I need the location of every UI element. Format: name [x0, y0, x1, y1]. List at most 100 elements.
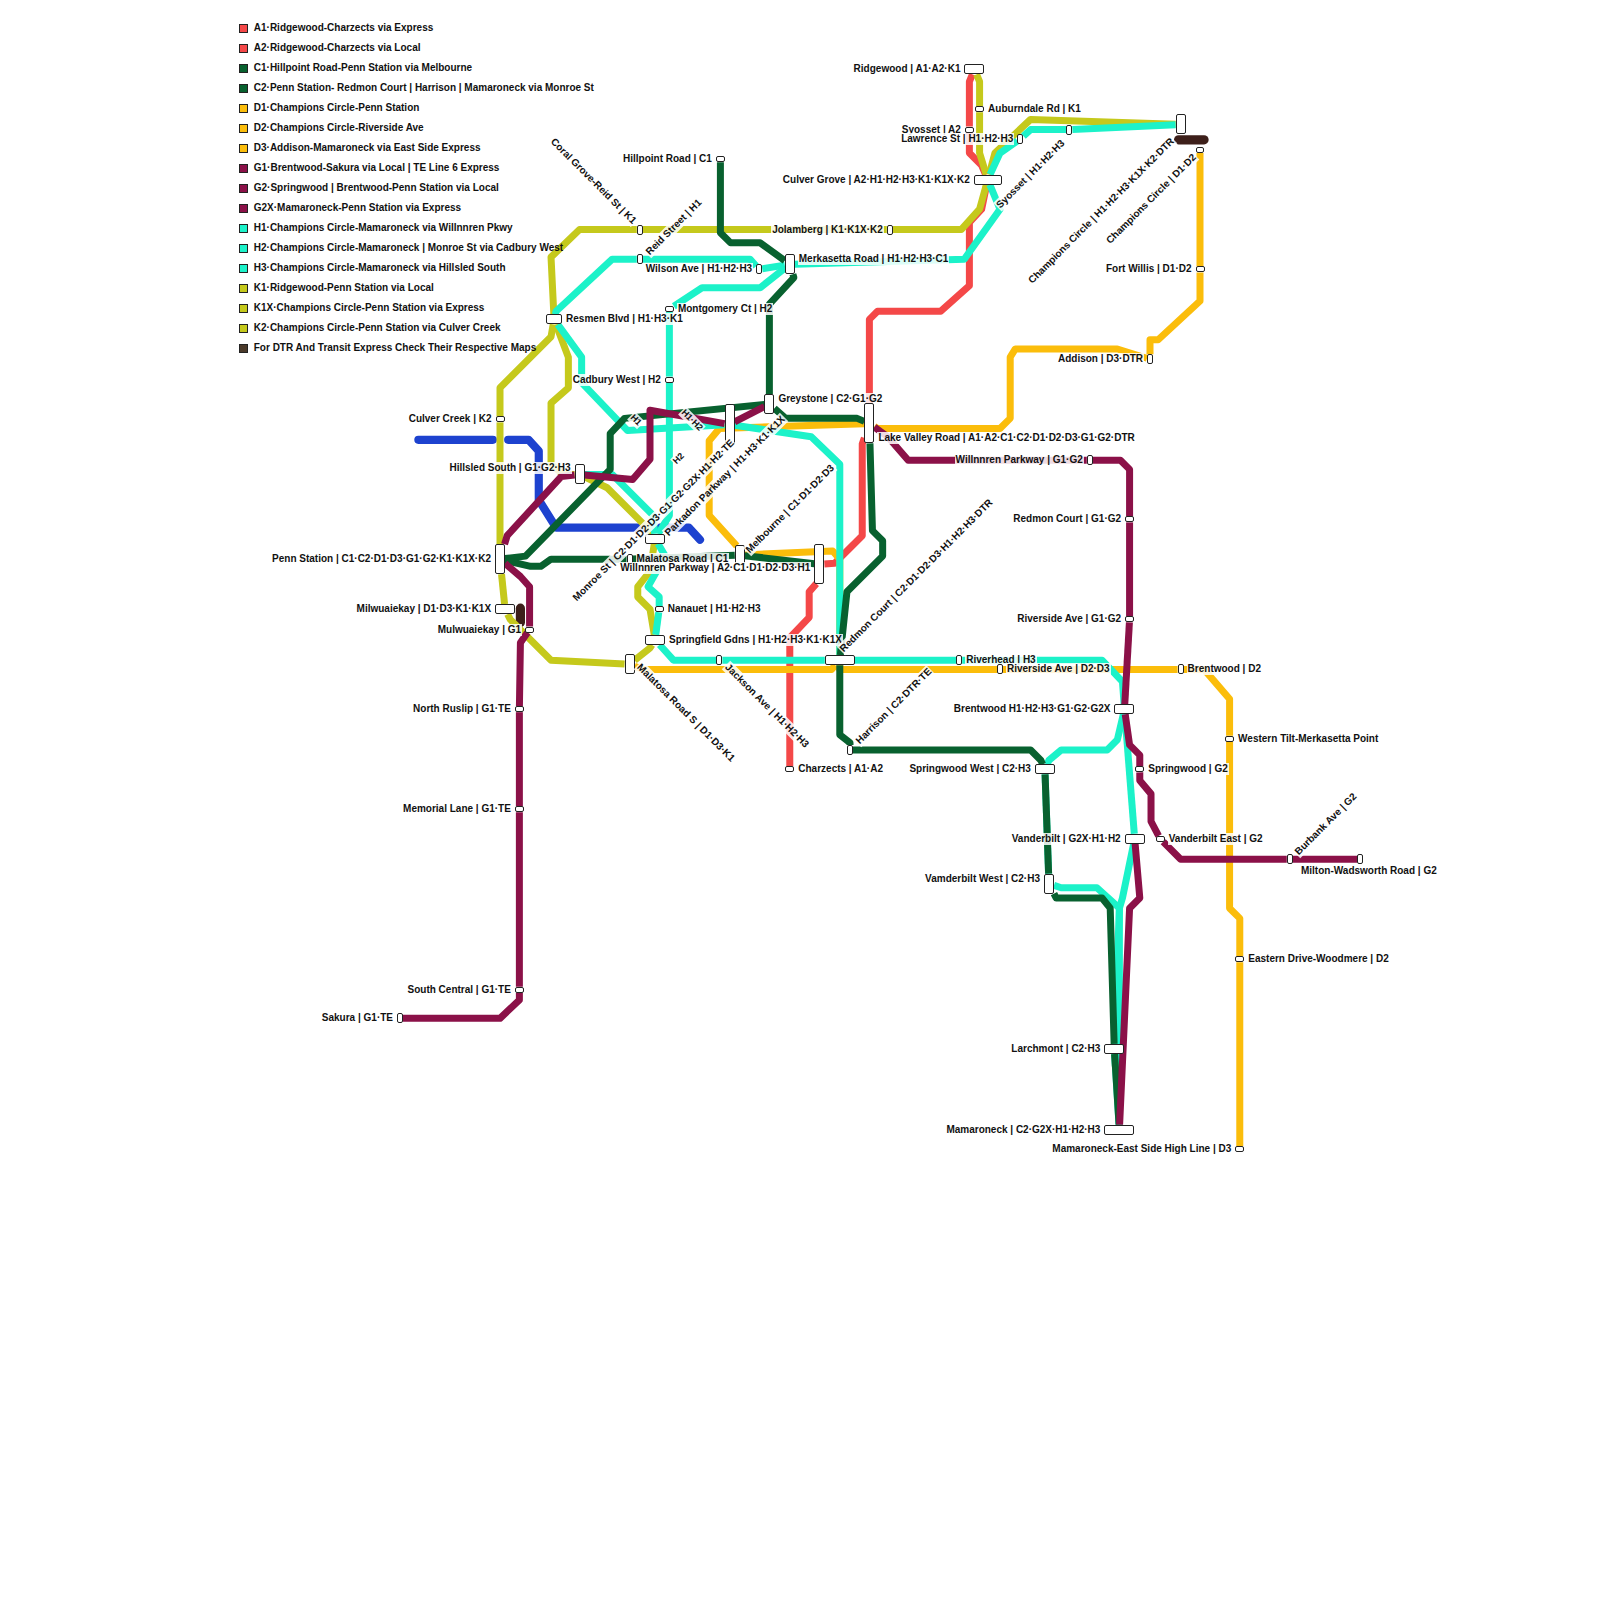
station-label: Willnnren Parkway | G1·G2 [955, 454, 1084, 466]
station-label: Lake Valley Road | A1·A2·C1·C2·D1·D2·D3·… [877, 432, 1135, 444]
station-label: North Ruslip | G1·TE [412, 703, 512, 715]
route-line [720, 162, 784, 260]
station-label: Nanauet | H1·H2·H3 [667, 603, 762, 615]
route-line [1120, 844, 1140, 1125]
route-line [1230, 742, 1240, 956]
route-line [1150, 272, 1200, 354]
station-label: Lawrence St | H1·H2·H3 [900, 133, 1014, 145]
route-line [1045, 774, 1049, 873]
legend-text: H3·Champions Circle-Mamaroneck via Hills… [254, 262, 506, 274]
route-line [505, 475, 575, 544]
station-marker: Springwood West | C2·H3 [1035, 764, 1055, 774]
station-label: Jolamberg | K1·K1X·K2 [771, 224, 884, 236]
route-line [516, 712, 523, 806]
station-label: Willnnren Parkway | A2·C1·D1·D2·D3·H1 [619, 562, 811, 574]
legend-swatch [239, 244, 248, 253]
legend-text: A1·Ridgewood-Charzects via Express [254, 22, 434, 34]
legend-swatch [239, 164, 248, 173]
station-label: Mulwuaiekay | G1 [437, 624, 522, 636]
route-line [505, 563, 530, 626]
line-label: H2 [671, 450, 688, 467]
station-label: Vanderbilt | G2X·H1·H2 [1011, 833, 1122, 845]
station-marker: Burbank Ave | G2 [1287, 854, 1293, 864]
route-line [722, 657, 824, 664]
station-marker: Jackson Ave | H1·H2·H3 [716, 655, 722, 665]
station-marker: Springfield Gdns | H1·H2·H3·K1·K1X [645, 635, 665, 645]
legend-swatch [239, 264, 248, 273]
station-label: Milwuaiekay | D1·D3·K1·K1X [356, 603, 493, 615]
route-line [1023, 130, 1066, 136]
route-line [1126, 522, 1133, 616]
station-label: Culver Creek | K2 [408, 413, 493, 425]
route-line [635, 645, 652, 661]
station-marker: Hillpoint Road | C1 [716, 156, 725, 162]
station-label: Merkasetta Road | H1·H2·H3·C1 [798, 253, 950, 265]
station-marker: Cadbury West | H2 [665, 377, 674, 383]
legend-text: K1·Ridgewood-Penn Station via Local [254, 282, 434, 294]
station-label: Harrison | C2·DTR·TE [853, 665, 935, 747]
station-marker: Vamderbilt West | C2·H3 [1044, 874, 1054, 894]
station-marker: Greystone | C2·G1·G2 [764, 394, 774, 414]
station-marker: Lake Valley Road | A1·A2·C1·C2·D1·D2·D3·… [864, 403, 874, 443]
station-label: Springfield Gdns | H1·H2·H3·K1·K1X [668, 634, 843, 646]
route-line [853, 750, 1043, 764]
route-line [962, 660, 1124, 704]
station-marker: Riverhead | H3 [956, 655, 962, 665]
route-line [1293, 856, 1357, 863]
station-marker: Jolamberg | K1·K1X·K2 [887, 225, 893, 235]
route-line [1197, 153, 1204, 266]
station-marker: Brentwood H1·H2·H3·G1·G2·G2X [1114, 704, 1134, 714]
station-marker: Lawrence St | H1·H2·H3 [1017, 134, 1023, 144]
station-marker: Champions Circle | D1·D2 [1196, 147, 1204, 153]
station-marker: Larchmont | C2·H3 [1104, 1044, 1124, 1054]
station-label: Vamderbilt West | C2·H3 [924, 873, 1041, 885]
legend-swatch [239, 64, 248, 73]
station-marker: Charzects | A1·A2 [785, 766, 794, 772]
route-line [1047, 714, 1123, 764]
legend-swatch [239, 304, 248, 313]
station-marker: Champions Circle | H1·H2·H3·K1X·K2·DTR [1176, 114, 1186, 134]
legend-swatch [239, 224, 248, 233]
station-label: Cadbury West | H2 [572, 374, 662, 386]
station-label: Eastern Drive-Woodmere | D2 [1247, 953, 1389, 965]
station-marker: Nanauet | H1·H2·H3 [655, 606, 664, 612]
legend-swatch [239, 144, 248, 153]
route-line [893, 185, 987, 230]
station-marker: Memorial Lane | G1·TE [515, 806, 524, 812]
route-line [519, 633, 527, 707]
legend-text: G2·Springwood | Brentwood-Penn Station v… [254, 182, 499, 194]
station-marker: Sakura | G1·TE [397, 1013, 403, 1023]
route-line [1125, 622, 1130, 704]
route-line [1093, 460, 1130, 516]
station-marker: Malatosa Road S | D1·D3·K1 [625, 654, 635, 674]
station-label: Hillpoint Road | C1 [622, 153, 713, 165]
station-marker: Milton-Wadsworth Road | G2 [1357, 854, 1363, 864]
route-line [660, 645, 717, 660]
station-label: Redmon Court | G1·G2 [1012, 513, 1122, 525]
legend-swatch [239, 204, 248, 213]
station-marker: Mamaroneck-East Side High Line | D3 [1235, 1146, 1244, 1152]
station-marker: Vanderbilt East | G2 [1156, 836, 1165, 842]
station-marker: Redmon Court | C2·D1·D2·D3·H1·H2·H3·DTR [825, 655, 855, 665]
station-marker: Milwuaiekay | D1·D3·K1·K1X [495, 604, 515, 614]
station-marker: Culver Creek | K2 [496, 416, 505, 422]
route-line [1054, 885, 1119, 1044]
station-marker: Syosset | H1·H2·H3 [1066, 125, 1072, 135]
legend-text: D3·Addison-Mamaroneck via East Side Expr… [254, 142, 481, 154]
route-line [1236, 962, 1243, 1146]
route-line [1054, 894, 1114, 1044]
legend-swatch [239, 104, 248, 113]
route-line [1184, 669, 1230, 735]
route-line [735, 425, 840, 655]
station-marker: Mulwuaiekay | G1 [525, 627, 534, 633]
legend-swatch [239, 344, 248, 353]
station-marker: Coral Grove-Reid St | K1 [637, 225, 643, 235]
station-label: Penn Station | C1·C2·D1·D3·G1·G2·K1·K1X·… [271, 553, 492, 565]
station-marker: Willnnren Parkway | G1·G2 [1087, 455, 1093, 465]
route-line [735, 407, 765, 422]
station-marker: Monroe St | C2·D1·D2·D3·G1·G2·G2X·H1·H2·… [645, 534, 665, 544]
legend-text: G2X·Mamaroneck-Penn Station via Express [254, 202, 461, 214]
station-marker: Brentwood | D2 [1178, 664, 1184, 674]
station-marker: Reid Street | H1 [637, 254, 643, 264]
station-label: Malatosa Road S | D1·D3·K1 [633, 661, 737, 765]
